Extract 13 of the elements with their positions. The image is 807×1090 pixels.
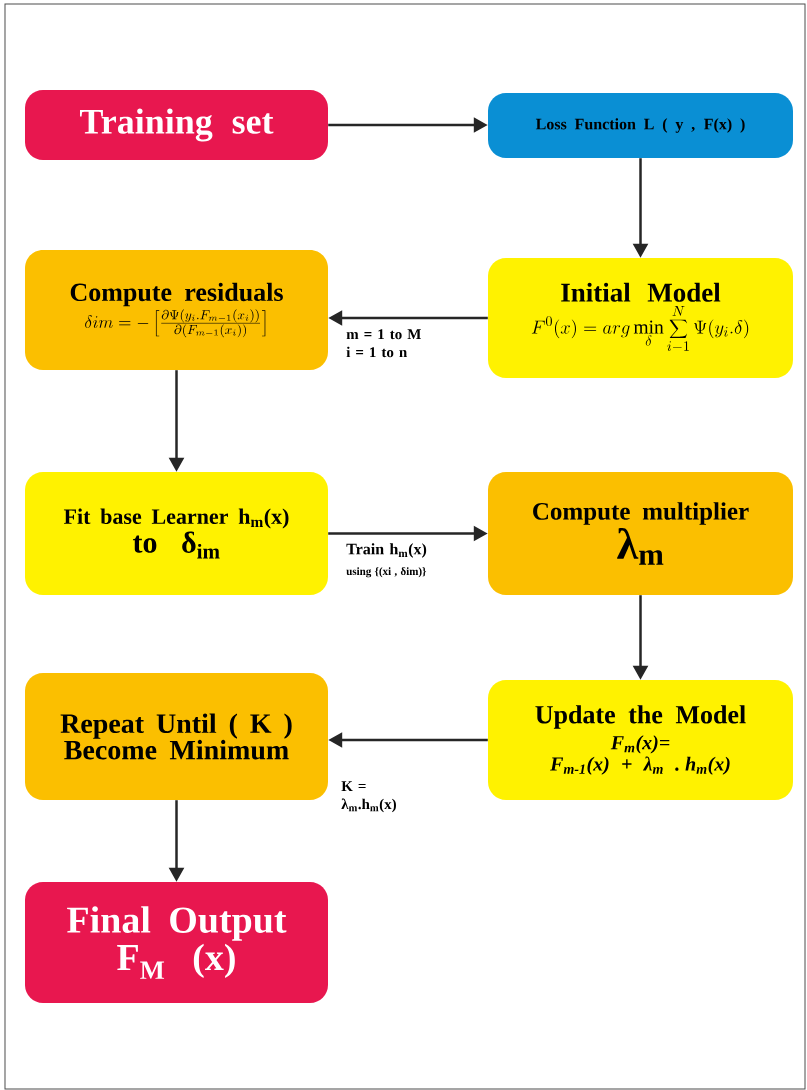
note-text: using {(xi , δim)} — [346, 567, 427, 578]
process-box: Compute multiplier λ$_{m}$ — [488, 472, 793, 595]
process-box: Loss Function L ( y , F(x) ) — [488, 93, 793, 158]
process-box: Fit base Learner h$_{m}$(x) to δ$_{im}$ — [25, 472, 328, 595]
edge-label: K = λ$_{m}$.h$_{m}$(x) — [341, 781, 396, 813]
start-box: Training set — [25, 90, 328, 160]
process-box: Compute residuals $\delta im = -\left[\frac{\partial\Psi\left(y_i.F_{m-1}(x_i)\right)}{\partial\left(F_{m-1}(x_i)\right)}\right]$ — [25, 250, 328, 370]
end-box: Final Output F$_{M}$ (x) — [25, 882, 328, 1003]
process-box: Update the Model F$_{m}$(x)= F$_{m-1}$(x) + λ$_{m}$ . h$_{m}$(x) — [488, 680, 793, 800]
edge-label: m = 1 to M i = 1 to n — [346, 329, 421, 358]
process-box: Repeat Until ( K ) Become Minimum — [25, 673, 328, 800]
edge-label: Train h$_{m}$(x) — [346, 543, 427, 558]
process-box: Initial Model $F^0(x) = arg\min_\delta \sum_{i-1}^{N} \Psi(y_i.\delta)$ — [488, 258, 793, 378]
